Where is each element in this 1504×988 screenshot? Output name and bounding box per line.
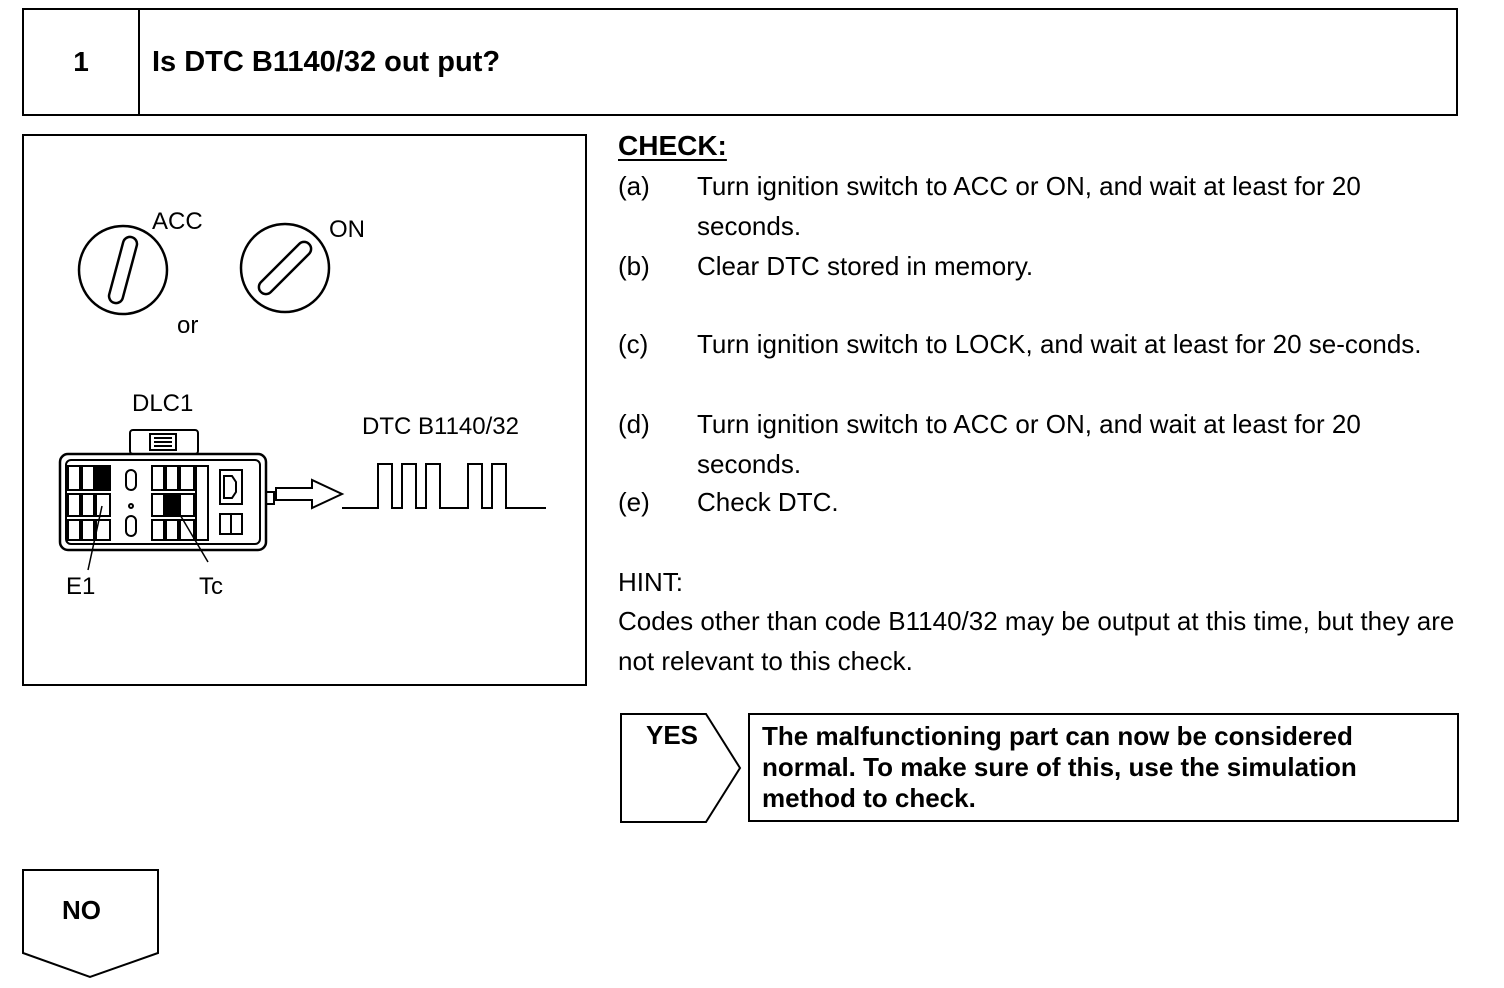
hint-text: Codes other than code B1140/32 may be ou… xyxy=(618,606,1455,676)
tc-leader-line xyxy=(175,507,209,563)
step-title: Is DTC B1140/32 out put? xyxy=(152,45,501,78)
step-text: Turn ignition switch to ACC or ON, and w… xyxy=(697,171,1361,241)
hint-label: HINT: xyxy=(618,567,683,597)
dtc-waveform xyxy=(342,463,546,509)
step-letter: (a) xyxy=(618,171,650,201)
check-step-a: (a) Turn ignition switch to ACC or ON, a… xyxy=(618,166,1468,246)
acc-key-cylinder-icon xyxy=(77,224,169,316)
step-letter: (c) xyxy=(618,329,649,359)
on-label: ON xyxy=(329,216,365,243)
ignition-dlc1-diagram: ACC ON or DLC1 xyxy=(58,208,546,600)
check-step-b: (b) Clear DTC stored in memory. xyxy=(618,246,1468,286)
output-arrow-icon xyxy=(275,478,345,510)
illustration-panel: ACC ON or DLC1 xyxy=(22,134,587,686)
step-letter: (b) xyxy=(618,251,650,281)
step-text: Check DTC. xyxy=(697,487,839,517)
yes-label: YES xyxy=(646,720,699,750)
step-letter: (e) xyxy=(618,487,650,517)
acc-label: ACC xyxy=(152,208,203,235)
step-header: 1 Is DTC B1140/32 out put? xyxy=(22,8,1458,116)
check-step-e: (e) Check DTC. xyxy=(618,482,1468,522)
yes-arrow-box xyxy=(620,713,742,823)
tc-label: Tc xyxy=(199,573,223,600)
dtc-output-label: DTC B1140/32 xyxy=(362,413,519,440)
dlc1-label: DLC1 xyxy=(132,390,193,417)
e1-leader-line xyxy=(87,505,103,571)
yes-result-box: The malfunctioning part can now be consi… xyxy=(748,713,1459,822)
dlc1-connector-icon xyxy=(58,429,275,552)
or-label: or xyxy=(177,312,198,339)
on-key-cylinder-icon xyxy=(239,222,331,314)
step-text: Turn ignition switch to ACC or ON, and w… xyxy=(697,409,1361,479)
step-text: Clear DTC stored in memory. xyxy=(697,251,1034,281)
no-arrow-box xyxy=(22,869,159,979)
e1-label: E1 xyxy=(66,573,95,600)
step-text: Turn ignition switch to LOCK, and wait a… xyxy=(697,329,1422,359)
check-step-d: (d) Turn ignition switch to ACC or ON, a… xyxy=(618,404,1468,484)
check-title: CHECK: xyxy=(618,130,727,161)
no-label: NO xyxy=(62,895,101,925)
check-step-c: (c) Turn ignition switch to LOCK, and wa… xyxy=(618,324,1468,404)
step-number: 1 xyxy=(24,10,140,114)
step-letter: (d) xyxy=(618,409,650,439)
